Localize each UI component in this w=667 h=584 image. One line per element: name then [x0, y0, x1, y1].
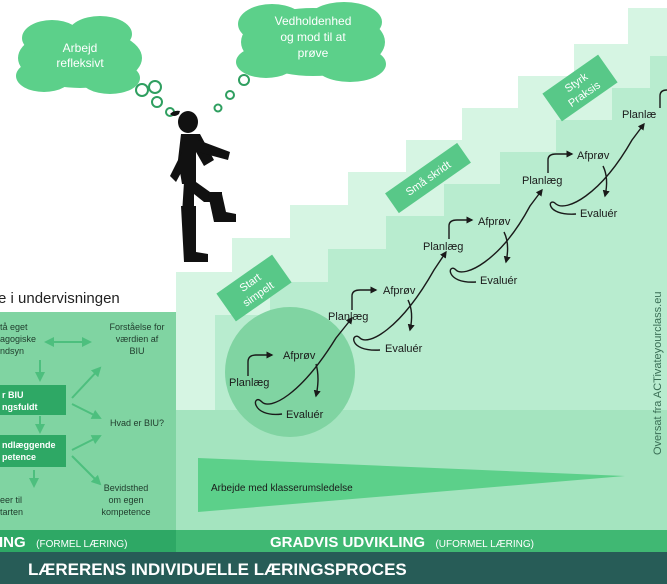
cycle-3-arrow-down [503, 231, 511, 264]
cycle-5-arrow [659, 89, 667, 108]
classroom-management-wedge [198, 458, 625, 512]
cycle-3-arrow-loop [449, 188, 543, 283]
cycle-2: Planlæg Afprøv Evaluér [328, 250, 447, 355]
cycle-2-arrow-loop [353, 250, 447, 351]
node-value: Forståelse for værdien af BIU [109, 322, 164, 356]
cycle-1: Planlæg Afprøv Evaluér [225, 307, 355, 437]
left-panel-connectors [29, 337, 102, 488]
cycle-4-arrow-up [547, 150, 574, 173]
cycle-4-arrow-down [602, 165, 610, 198]
gradual-development-bar [176, 530, 667, 552]
cycle-4-plan: Planlæg [522, 175, 562, 187]
svg-text:Bevidsthed: Bevidsthed [104, 483, 149, 493]
left-panel-box [0, 312, 176, 530]
svg-text:Vedholdenhed: Vedholdenhed [275, 14, 352, 28]
svg-text:petence: petence [2, 452, 36, 462]
svg-text:ndsyn: ndsyn [0, 346, 24, 356]
formal-learning-bar [0, 530, 176, 552]
node-basic: ndlæggende petence [2, 440, 56, 462]
wedge-label: Arbejde med klasserumsledelse [211, 483, 353, 494]
cycle-1-try: Afprøv [283, 350, 316, 362]
svg-text:Forståelse for: Forståelse for [109, 322, 164, 332]
cycle-5-plan: Planlæ [622, 109, 656, 121]
svg-text:tarten: tarten [0, 507, 23, 517]
cycle-4: Planlæg Afprøv Evaluér [522, 122, 645, 220]
svg-text:tå eget: tå eget [0, 322, 28, 332]
node-own-view: tå eget agogiske ndsyn [0, 322, 36, 356]
climbing-person-icon [170, 110, 236, 262]
cycle-1-arrow-up [247, 351, 274, 376]
step-label-strengthen: Styrk Praksis [542, 54, 618, 122]
thought-bubble-left-dots [135, 83, 175, 117]
footer-bar [0, 552, 667, 584]
cycle-4-try: Afprøv [577, 150, 610, 162]
node-start: eer til tarten [0, 495, 23, 517]
svg-text:eer til: eer til [0, 495, 22, 505]
thought-bubble-right-dots [148, 74, 250, 113]
cycle-1-plan: Planlæg [229, 377, 269, 389]
svg-text:kompetence: kompetence [101, 507, 150, 517]
cycle-2-try: Afprøv [383, 285, 416, 297]
cycle-1-circle [225, 307, 355, 437]
svg-text:prøve: prøve [298, 46, 329, 60]
cycle-2-eval: Evaluér [385, 343, 423, 355]
svg-text:BIU: BIU [129, 346, 144, 356]
svg-text:ndlæggende: ndlæggende [2, 440, 56, 450]
node-awareness: Bevidsthed om egen kompetence [101, 483, 150, 517]
formal-learning-label: ING (FORMEL LÆRING) [0, 534, 127, 551]
cycle-2-arrow-up [351, 286, 378, 310]
cycle-1-arrow-loop [254, 316, 353, 416]
svg-text:r BIU: r BIU [2, 390, 24, 400]
svg-text:og mod til at: og mod til at [280, 30, 346, 44]
node-basic-box [0, 435, 66, 467]
cycle-2-plan: Planlæg [328, 311, 368, 323]
gradual-development-label: GRADVIS UDVIKLING (UFORMEL LÆRING) [270, 534, 534, 551]
cycle-3-eval: Evaluér [480, 275, 518, 287]
left-panel: e i undervisningen tå eget agogiske ndsy… [0, 290, 176, 530]
cycle-4-arrow-loop [549, 122, 645, 215]
svg-text:refleksivt: refleksivt [56, 56, 104, 70]
cycle-3-plan: Planlæg [423, 241, 463, 253]
cycle-3-arrow-up [448, 216, 474, 239]
footer-title: LÆRERENS INDIVIDUELLE LÆRINGSPROCES [28, 560, 407, 579]
node-meaningful-box [0, 385, 66, 415]
node-meaningful: r BIU ngsfuldt [2, 390, 38, 412]
cycle-3-try: Afprøv [478, 216, 511, 228]
svg-text:agogiske: agogiske [0, 334, 36, 344]
node-what-is: Hvad er BIU? [110, 418, 164, 428]
thought-bubble-left: Arbejd refleksivt [16, 16, 142, 94]
cycle-4-eval: Evaluér [580, 208, 618, 220]
cycle-1-eval: Evaluér [286, 409, 324, 421]
svg-text:Arbejd: Arbejd [63, 41, 98, 55]
cycle-3: Planlæg Afprøv Evaluér [423, 188, 543, 287]
svg-text:ngsfuldt: ngsfuldt [2, 402, 38, 412]
credit-text: Oversat fra ACTivateyourclass.eu [652, 292, 664, 455]
left-panel-heading: e i undervisningen [0, 290, 120, 307]
svg-text:værdien af: værdien af [116, 334, 159, 344]
thought-bubble-right: Vedholdenhed og mod til at prøve [236, 2, 386, 82]
cycle-2-arrow-down [407, 299, 415, 332]
svg-text:om egen: om egen [108, 495, 143, 505]
